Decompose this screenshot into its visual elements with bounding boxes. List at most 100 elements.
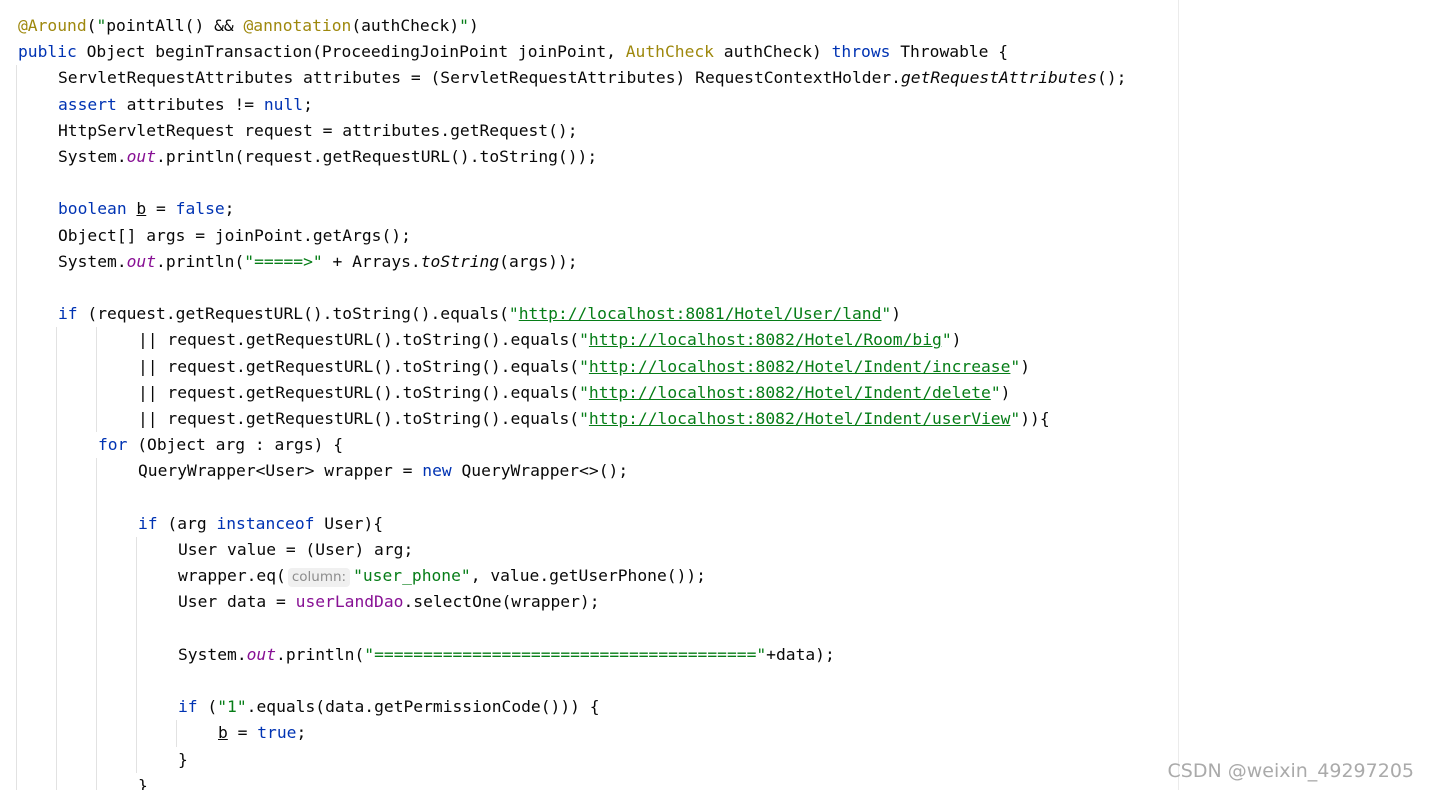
code-token: wrapper.eq( xyxy=(178,566,286,586)
code-token: ( xyxy=(207,697,218,717)
code-token: ; xyxy=(224,199,235,219)
code-token: out xyxy=(126,147,157,166)
code-token: User value = (User) arg; xyxy=(178,540,414,559)
code-token: System. xyxy=(58,251,127,271)
code-line[interactable]: public Object beginTransaction(Proceedin… xyxy=(18,39,1008,65)
code-token: || request.getRequestURL().toString().eq… xyxy=(138,330,580,350)
code-token: userLandDao xyxy=(295,592,404,612)
code-line[interactable]: System.out.println(request.getRequestURL… xyxy=(58,144,597,170)
code-token: } xyxy=(178,749,188,769)
code-token: @annotation xyxy=(243,16,352,35)
code-token: = xyxy=(146,199,176,219)
code-token: out xyxy=(246,644,277,664)
code-token: (request.getRequestURL().toString().equa… xyxy=(87,304,509,324)
code-token: || request.getRequestURL().toString().eq… xyxy=(138,409,580,428)
code-token: } xyxy=(138,775,148,790)
code-token: pointAll() && xyxy=(106,16,244,35)
indent-guide xyxy=(16,65,17,790)
code-token: http://localhost:8082/Hotel/Indent/delet… xyxy=(588,382,991,402)
code-token: if xyxy=(178,697,208,717)
indent-guide xyxy=(56,327,57,790)
code-token: ; xyxy=(296,723,307,743)
code-token: ) xyxy=(1000,382,1011,402)
code-token: " xyxy=(941,330,952,350)
code-line[interactable]: if ("1".equals(data.getPermissionCode())… xyxy=(178,694,600,720)
code-token: QueryWrapper<>(); xyxy=(461,461,629,481)
parameter-hint: column: xyxy=(287,568,351,588)
code-token: (arg xyxy=(167,513,217,533)
code-token: QueryWrapper<User> wrapper = xyxy=(138,461,423,481)
code-token: .println( xyxy=(276,644,365,664)
code-token: boolean xyxy=(58,199,137,219)
code-line[interactable]: User value = (User) arg; xyxy=(178,537,413,563)
code-line[interactable]: ServletRequestAttributes attributes = (S… xyxy=(58,65,1126,91)
code-line[interactable]: } xyxy=(138,773,148,790)
code-token: (); xyxy=(1097,68,1127,88)
code-token: ( xyxy=(86,16,97,35)
code-token: ) xyxy=(951,330,962,350)
code-token: getRequestAttributes xyxy=(900,68,1098,88)
watermark: CSDN @weixin_49297205 xyxy=(1167,760,1415,782)
code-token: ) xyxy=(1020,356,1031,376)
code-token: toString xyxy=(420,251,500,271)
code-token: .selectOne(wrapper); xyxy=(403,592,600,612)
code-token: http://localhost:8081/Hotel/User/land xyxy=(518,304,882,324)
code-line[interactable]: if (arg instanceof User){ xyxy=(138,511,383,537)
code-token: " xyxy=(96,16,107,35)
code-line[interactable]: boolean b = false; xyxy=(58,196,234,222)
code-token: User data = xyxy=(178,592,296,612)
code-token: .equals(data.getPermissionCode())) { xyxy=(246,697,600,717)
code-line[interactable]: @Around("pointAll() && @annotation(authC… xyxy=(18,13,479,39)
code-line[interactable]: wrapper.eq(column:"user_phone", value.ge… xyxy=(178,563,706,589)
code-token: if xyxy=(138,513,168,533)
code-token: ; xyxy=(303,94,313,114)
code-token: new xyxy=(422,461,462,481)
code-token: = xyxy=(227,723,258,743)
code-token: System. xyxy=(58,147,127,166)
code-token: null xyxy=(263,94,304,114)
code-token: if xyxy=(58,304,88,324)
code-line[interactable]: System.out.println("=====>" + Arrays.toS… xyxy=(58,249,578,275)
code-token: authCheck) xyxy=(713,42,832,62)
code-token: User){ xyxy=(324,513,384,533)
code-line[interactable]: User data = userLandDao.selectOne(wrappe… xyxy=(178,589,600,615)
code-token: +data); xyxy=(766,644,835,664)
code-line[interactable]: b = true; xyxy=(218,720,306,746)
code-token: instanceof xyxy=(216,513,325,533)
code-token: AuthCheck xyxy=(625,42,714,62)
code-line[interactable]: System.out.println("====================… xyxy=(178,642,835,668)
code-token: (authCheck) xyxy=(351,16,460,35)
code-token: || request.getRequestURL().toString().eq… xyxy=(138,382,580,402)
code-token: " xyxy=(459,16,469,35)
code-line[interactable]: if (request.getRequestURL().toString().e… xyxy=(58,301,901,327)
code-line[interactable]: || request.getRequestURL().toString().eq… xyxy=(138,380,1010,406)
code-token: "=====>" xyxy=(244,251,323,271)
code-line[interactable]: QueryWrapper<User> wrapper = new QueryWr… xyxy=(138,458,628,484)
code-token: Object beginTransaction(ProceedingJoinPo… xyxy=(86,42,626,62)
code-line[interactable]: || request.getRequestURL().toString().eq… xyxy=(138,406,1050,432)
code-line[interactable]: || request.getRequestURL().toString().eq… xyxy=(138,327,961,353)
code-token: .println( xyxy=(156,251,245,271)
code-token: true xyxy=(257,723,297,743)
code-token: attributes != xyxy=(126,94,264,114)
code-line[interactable]: } xyxy=(178,747,188,773)
code-token: out xyxy=(126,251,157,271)
code-token: , value.getUserPhone()); xyxy=(470,566,706,586)
code-token: http://localhost:8082/Hotel/Room/big xyxy=(588,330,942,350)
code-token: System. xyxy=(178,644,247,664)
code-line[interactable]: assert attributes != null; xyxy=(58,92,313,118)
code-token: @Around xyxy=(18,16,87,35)
code-token: Throwable { xyxy=(900,42,1009,62)
code-token: || request.getRequestURL().toString().eq… xyxy=(138,356,580,376)
code-line[interactable]: || request.getRequestURL().toString().eq… xyxy=(138,354,1030,380)
code-line[interactable]: HttpServletRequest request = attributes.… xyxy=(58,118,578,144)
code-token: " xyxy=(579,382,589,402)
code-token: (args)); xyxy=(499,251,578,271)
right-margin-line xyxy=(1178,0,1179,790)
code-token: " xyxy=(579,356,589,376)
code-line[interactable]: for (Object arg : args) { xyxy=(98,432,343,458)
code-token: )){ xyxy=(1020,409,1050,428)
code-line[interactable]: Object[] args = joinPoint.getArgs(); xyxy=(58,223,411,249)
code-token: assert xyxy=(58,94,127,114)
